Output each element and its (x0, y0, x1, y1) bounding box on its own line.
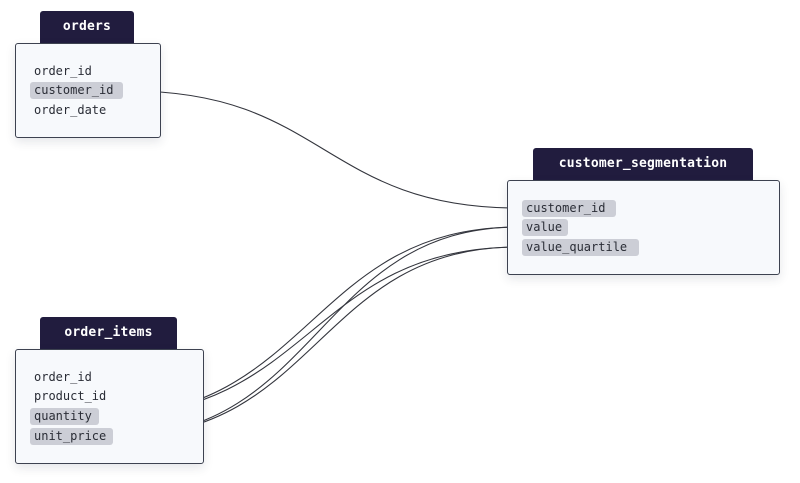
order-items-table-title[interactable]: order_items (40, 317, 177, 349)
field-value[interactable]: value (522, 219, 568, 236)
edge-orders-customer-id-to-customer-segmentation-customer-id (129, 90, 519, 209)
customer-segmentation-table-title[interactable]: customer_segmentation (533, 148, 753, 180)
orders-table-title[interactable]: orders (40, 11, 134, 43)
field-unit-price[interactable]: unit_price (30, 428, 113, 445)
field-order-id[interactable]: order_id (34, 370, 92, 384)
customer-segmentation-table[interactable]: customer_id value value_quartile (507, 180, 780, 275)
orders-table[interactable]: order_id customer_id order_date (15, 43, 161, 138)
field-customer-id[interactable]: customer_id (522, 200, 616, 217)
field-quantity[interactable]: quantity (30, 408, 99, 425)
field-product-id[interactable]: product_id (34, 389, 107, 403)
order-items-table[interactable]: order_id product_id quantity unit_price (15, 349, 204, 464)
field-order-id[interactable]: order_id (34, 64, 92, 78)
field-customer-id[interactable]: customer_id (30, 82, 123, 99)
field-order-date[interactable]: order_date (34, 103, 107, 117)
field-value-quartile[interactable]: value_quartile (522, 239, 639, 256)
